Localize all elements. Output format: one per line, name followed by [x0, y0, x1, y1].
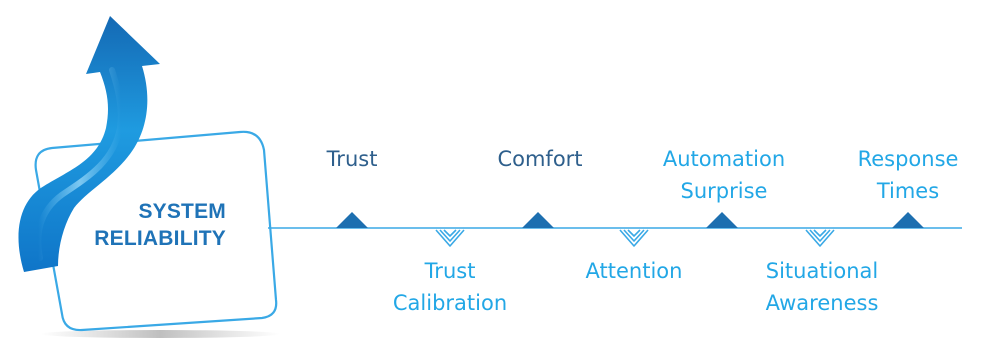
factor-label-line: Comfort	[497, 147, 583, 171]
marker-bottom-attention-icon	[619, 229, 649, 247]
card-title-line2: RELIABILITY	[94, 227, 226, 250]
factor-label-comfort: Comfort	[497, 143, 582, 175]
marker-top-trust-icon	[336, 212, 368, 228]
card-title-line1: SYSTEM	[138, 200, 226, 223]
marker-top-response-times-icon	[892, 212, 924, 228]
factor-label-line: Times	[876, 179, 940, 203]
rising-arrow-icon	[18, 16, 160, 272]
factor-label-response-times: Response Times	[858, 143, 959, 207]
factor-label-line: Surprise	[680, 179, 768, 203]
marker-top-comfort-icon	[522, 212, 554, 228]
marker-bottom-situational-awareness-icon	[805, 229, 835, 247]
factor-label-line: Trust	[326, 147, 378, 171]
factor-label-line: Trust	[424, 259, 476, 283]
factor-label-trust: Trust	[327, 143, 378, 175]
factor-label-line: Calibration	[392, 291, 508, 315]
factor-label-automation-surprise: Automation Surprise	[663, 143, 785, 207]
marker-bottom-trust-calibration-icon	[435, 229, 465, 247]
factor-label-line: Situational	[765, 259, 879, 283]
factor-label-line: Attention	[585, 259, 683, 283]
marker-top-automation-surprise-icon	[706, 212, 738, 228]
factor-label-line: Awareness	[765, 291, 879, 315]
factor-label-situational-awareness: Situational Awareness	[766, 255, 879, 319]
factor-label-line: Response	[857, 147, 959, 171]
factor-label-line: Automation	[662, 147, 786, 171]
card-title: SYSTEM RELIABILITY	[86, 198, 226, 252]
factor-label-attention: Attention	[586, 255, 683, 287]
factor-label-trust-calibration: Trust Calibration	[393, 255, 507, 319]
card-shadow	[40, 330, 280, 338]
